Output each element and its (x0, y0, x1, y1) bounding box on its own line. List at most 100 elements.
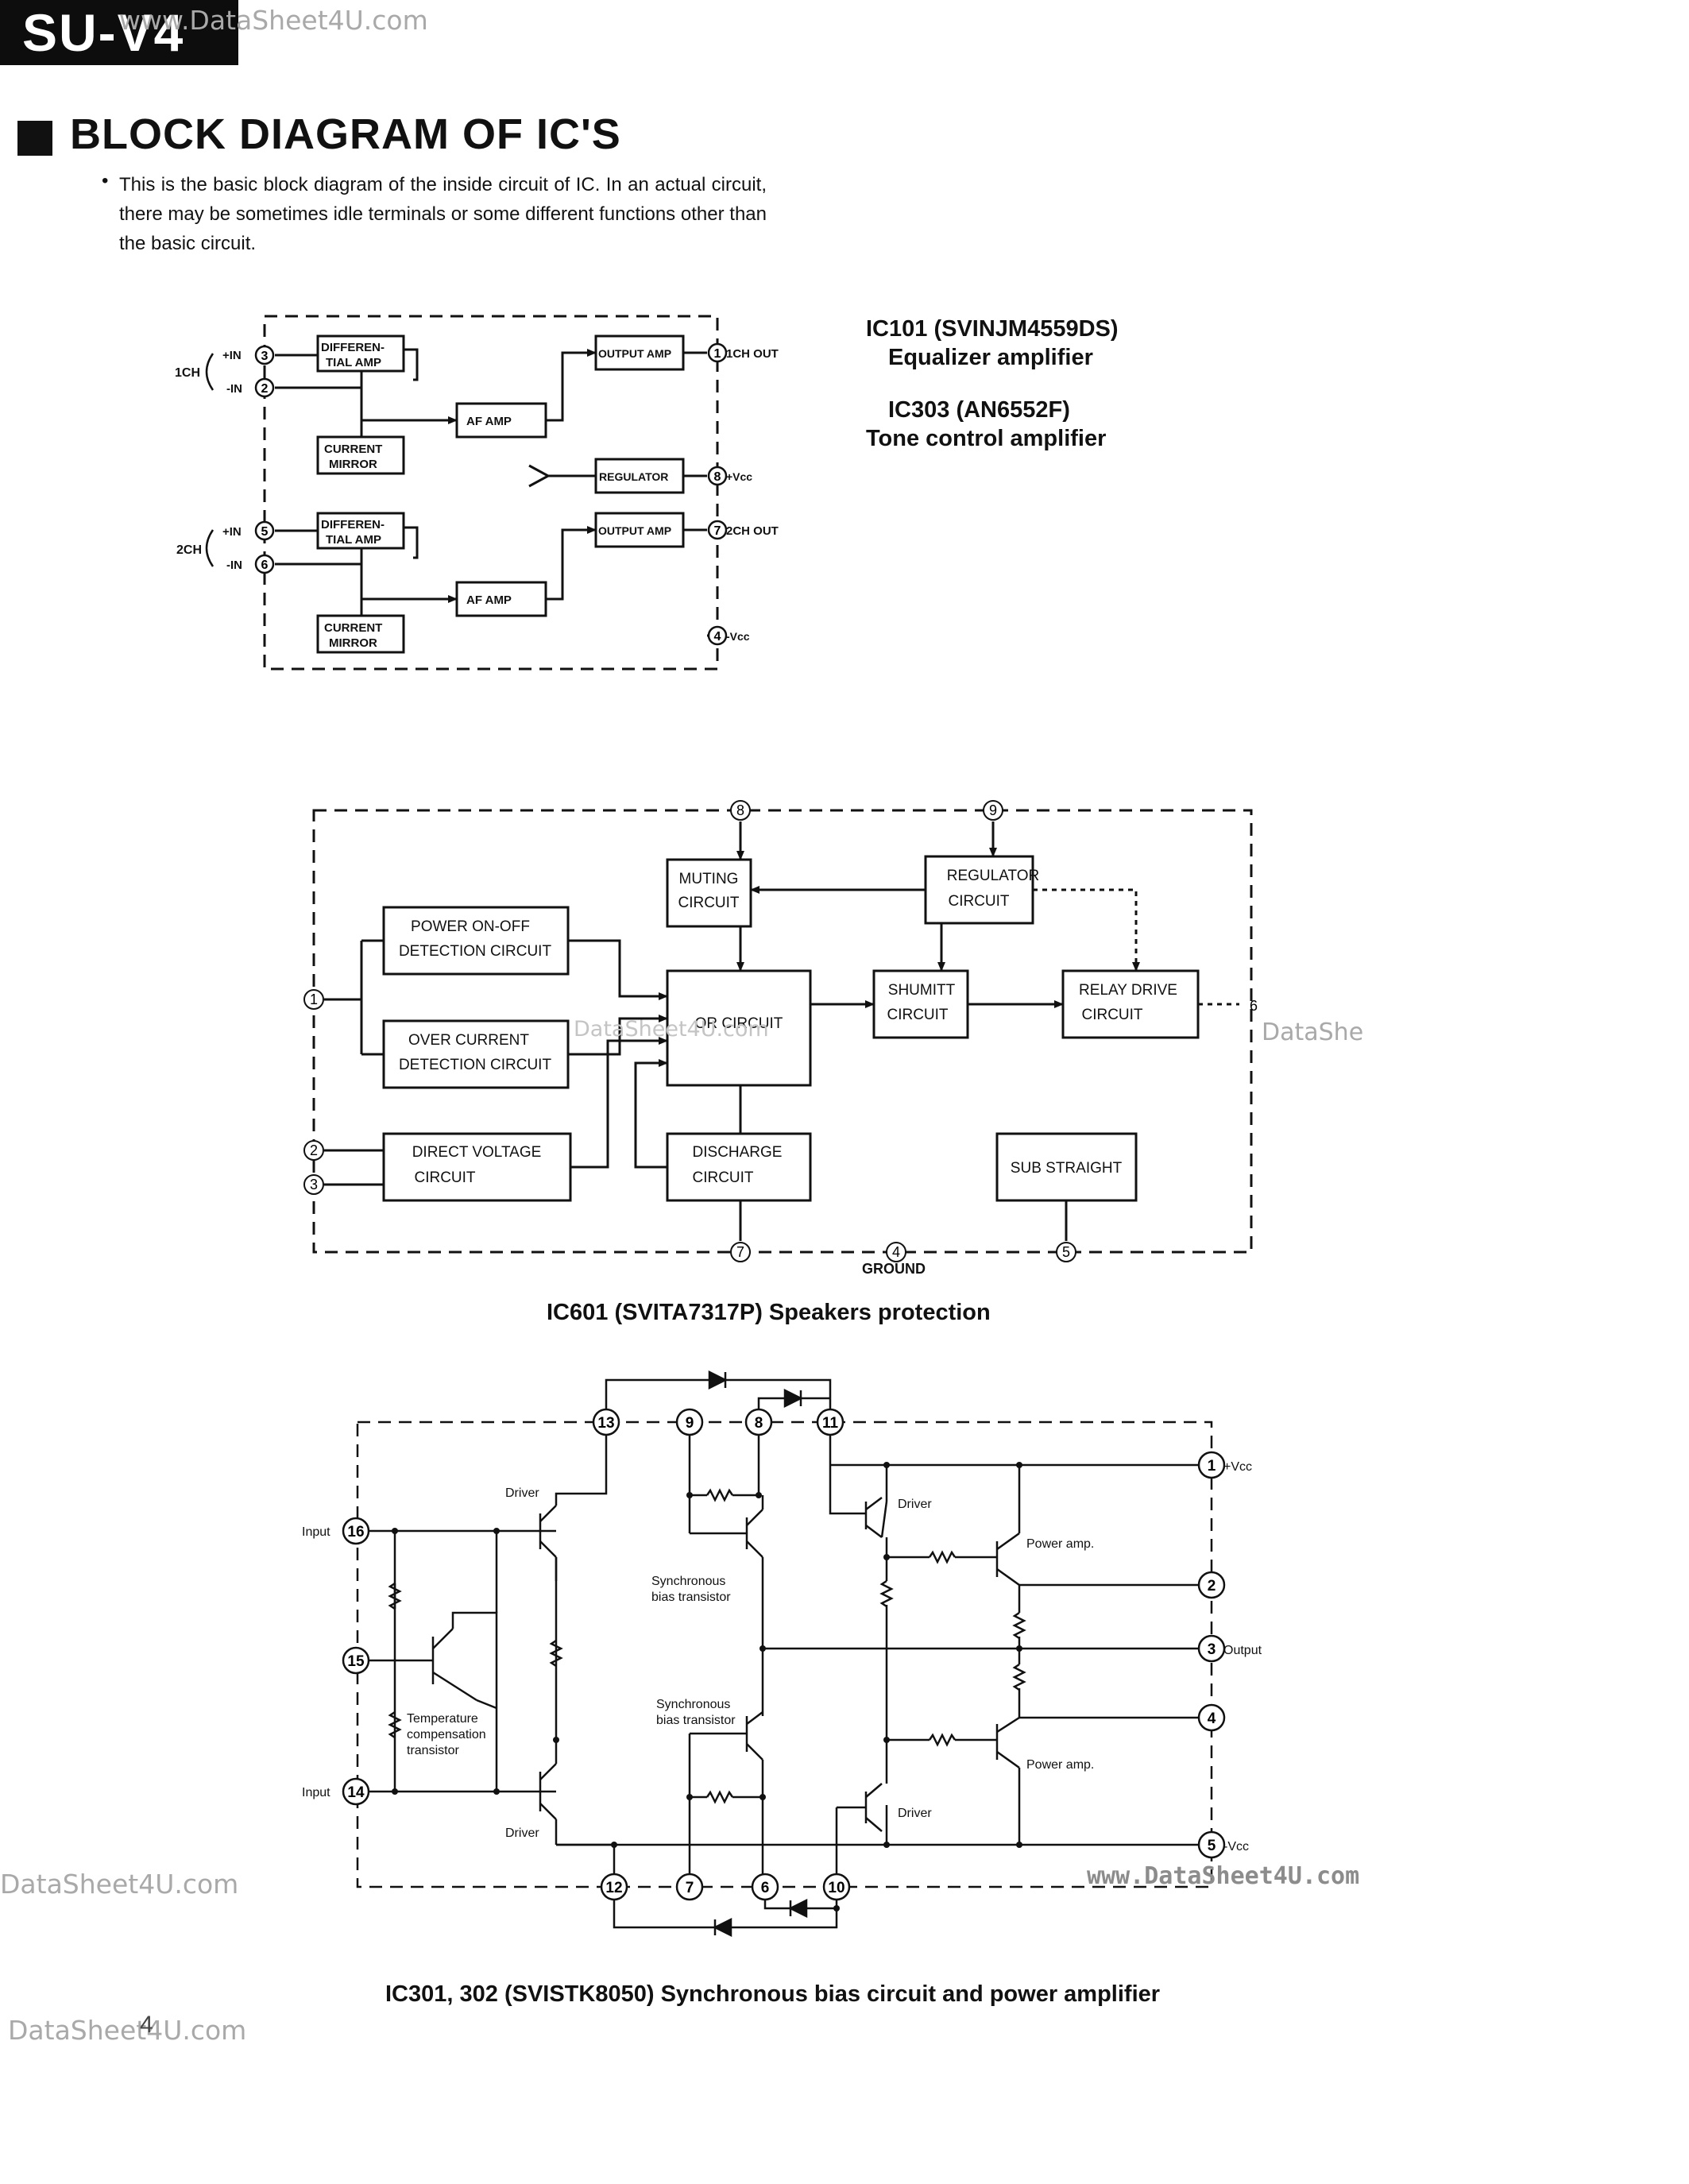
ic301-pin-14: 14 (342, 1777, 370, 1806)
model-tab: SU-V4 (0, 0, 238, 65)
svg-text:2: 2 (261, 382, 269, 396)
svg-text:12: 12 (605, 1880, 622, 1896)
ic101-cm-1-l1: CURRENT (324, 443, 382, 456)
ic601-discharge-l2: CIRCUIT (692, 1169, 753, 1186)
ic601-discharge-l1: DISCHARGE (693, 1144, 783, 1161)
ic601-over-current-l2: DETECTION CIRCUIT (399, 1057, 552, 1073)
ic301-pin-1: 1 (1197, 1451, 1226, 1479)
svg-text:1: 1 (310, 991, 318, 1007)
ic101-pin-6: 6 (254, 554, 275, 574)
ic601-regulator-l2: CIRCUIT (948, 893, 1009, 910)
svg-text:6: 6 (761, 1880, 770, 1896)
ic301-pin-2: 2 (1197, 1571, 1226, 1599)
ic301-pin-13: 13 (592, 1408, 620, 1436)
svg-text:6: 6 (261, 559, 269, 572)
svg-text:2: 2 (1208, 1578, 1216, 1595)
svg-text:9: 9 (686, 1415, 694, 1432)
ic101-brackets (205, 353, 215, 567)
svg-text:1: 1 (714, 347, 721, 361)
ic601-caption: IC601 (SVITA7317P) Speakers protection (547, 1300, 991, 1325)
ic301-pin-3: 3 (1197, 1634, 1226, 1663)
section-title: BLOCK DIAGRAM OF IC'S (70, 110, 621, 158)
ic301-pin-11: 11 (816, 1408, 844, 1436)
ic601-power-detect-l2: DETECTION CIRCUIT (399, 943, 552, 960)
ic301-input-16: Input (302, 1525, 330, 1539)
ic601-pin-6: 6 (1250, 998, 1258, 1014)
svg-text:13: 13 (597, 1415, 614, 1432)
svg-text:7: 7 (736, 1244, 744, 1260)
ic301-res-1 (388, 1582, 402, 1610)
svg-text:8: 8 (736, 802, 744, 818)
ic101-pin-8: 8 (707, 466, 728, 486)
ic301-texts: Input Input Driver Driver Driver Driver … (302, 1460, 1262, 1854)
ic601-power-detect (382, 906, 570, 976)
ic601-pins: 8 9 1 2 3 7 4 5 6 (303, 800, 1258, 1262)
ic101-out-amp-2-label: OUTPUT AMP (598, 524, 671, 537)
ic601-muting (666, 858, 752, 928)
ic301-diode-bot-1 (713, 1917, 732, 1938)
ic101-regulator-label: REGULATOR (599, 470, 668, 483)
svg-text:3: 3 (1208, 1641, 1216, 1658)
ic101-pin-3: 3 (254, 345, 275, 365)
ic101-boundary (263, 315, 719, 671)
ic101-pin-4: 4 (707, 625, 728, 646)
svg-text:7: 7 (686, 1880, 694, 1896)
ic301-pin-4: 4 (1197, 1703, 1226, 1732)
ic101-plus-in-2: +IN (222, 525, 242, 539)
ic601-regulator-l1: REGULATOR (947, 868, 1040, 884)
svg-text:5: 5 (1062, 1244, 1070, 1260)
watermark-top: www.DataSheet4U.com (119, 5, 428, 36)
ic301-driver-bottom: Driver (505, 1826, 539, 1840)
ic301-temp-l3: transistor (407, 1744, 459, 1757)
ic101-diff-amp-1-l2: TIAL AMP (326, 356, 381, 369)
ic301-sync-bias-top-l1: Synchronous (651, 1575, 725, 1588)
ic601-muting-l2: CIRCUIT (678, 895, 739, 911)
svg-text:14: 14 (347, 1784, 365, 1801)
ic101-vcc-neg: -Vcc (726, 630, 750, 643)
ic301-driver-top: Driver (505, 1486, 539, 1500)
ic101-minus-in-2: -IN (226, 559, 242, 572)
ic301-driver-right-bottom: Driver (898, 1807, 932, 1820)
svg-text:8: 8 (714, 470, 721, 484)
ic601-shumitt-l2: CIRCUIT (887, 1007, 948, 1023)
svg-text:3: 3 (310, 1177, 318, 1193)
ic601-power-detect-l1: POWER ON-OFF (411, 918, 530, 935)
ic301-diagram (356, 1370, 1213, 1938)
ic101-vcc-pos: +Vcc (726, 470, 752, 483)
ic301-pin-6: 6 (751, 1873, 779, 1901)
ic101-texts: DIFFEREN- TIAL AMP DIFFEREN- TIAL AMP CU… (175, 341, 779, 650)
ic101-cm-2-l1: CURRENT (324, 621, 382, 635)
svg-text:15: 15 (347, 1653, 365, 1670)
ic303-part: IC303 (AN6552F) (888, 397, 1070, 423)
ic601-or-label: OR CIRCUIT (695, 1015, 783, 1032)
ic101-af-amp-1-label: AF AMP (466, 415, 512, 428)
ic601-regulator (924, 855, 1034, 925)
ic301-driver-right-top: Driver (898, 1498, 932, 1511)
ic101-cm-2-l2: MIRROR (329, 636, 377, 650)
ic301-pin-15: 15 (342, 1646, 370, 1675)
ic601-pin-5: 5 (1056, 1242, 1076, 1262)
ic601-pin-8: 8 (730, 800, 751, 821)
ic601-pin-7: 7 (730, 1242, 751, 1262)
svg-text:7: 7 (714, 524, 721, 538)
ic101-minus-in-1: -IN (226, 382, 242, 396)
ic101-pin-2: 2 (254, 377, 275, 398)
ic101-plus-in-1: +IN (222, 349, 242, 362)
svg-text:1: 1 (1208, 1458, 1216, 1475)
ic601-ground: GROUND (862, 1261, 926, 1277)
svg-text:4: 4 (1208, 1710, 1216, 1727)
ic601-shumitt-l1: SHUMITT (888, 982, 956, 999)
ic601-pin-2: 2 (303, 1140, 324, 1161)
intro-bullet: • (102, 170, 109, 191)
ic601-pin-1: 1 (303, 989, 324, 1010)
ic601-pin-9: 9 (983, 800, 1003, 821)
watermark-right: www.DataSheet4U.com (1087, 1862, 1360, 1890)
ic601-direct-voltage-l1: DIRECT VOLTAGE (412, 1144, 542, 1161)
ic301-sync-bias-top-l2: bias transistor (651, 1591, 731, 1604)
ic301-res-mid (549, 1639, 563, 1668)
ic101-ch1: 1CH (175, 366, 200, 380)
ic301-vcc-pos: +Vcc (1223, 1460, 1252, 1474)
ic301-temp-l2: compensation (407, 1728, 486, 1741)
ic601-sub-straight-label: SUB STRAIGHT (1011, 1160, 1123, 1177)
